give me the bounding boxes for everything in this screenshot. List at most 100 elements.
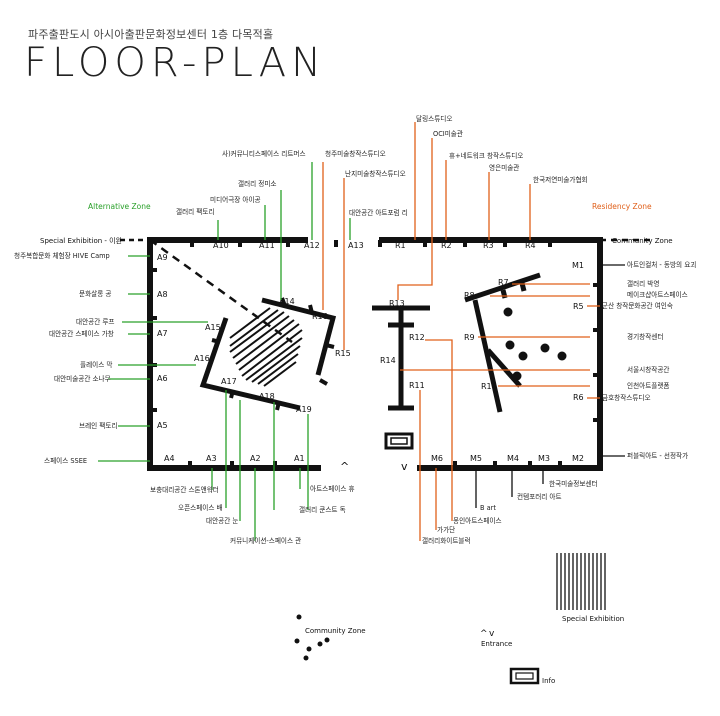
label-m6: 갤러리화이트블럭 <box>422 536 471 545</box>
inner-room-right <box>464 272 541 413</box>
booth-A13: A13 <box>348 241 364 250</box>
booth-A1: A1 <box>294 454 305 463</box>
booth-A6: A6 <box>157 374 168 383</box>
booth-R1: R1 <box>395 241 406 250</box>
booth-R4: R4 <box>525 241 536 250</box>
booth-A3: A3 <box>206 454 217 463</box>
legend-special-exhibition-text: Special Exhibition <box>562 615 624 623</box>
label-r14: 서울시창작공간 <box>627 365 669 374</box>
booth-R11: R11 <box>409 381 425 390</box>
label-a2c: 커뮤니케이션-스페이스 관 <box>230 536 301 545</box>
booth-A16: A16 <box>194 354 210 363</box>
booth-R12: R12 <box>409 333 425 342</box>
entrance-arrow-up: ^ <box>340 460 349 473</box>
inner-room-left <box>199 297 337 411</box>
legend-community-zone: Community Zone <box>294 614 366 661</box>
label-r7: 갤러리 박영 <box>627 279 659 288</box>
label-m1: 아트인컬처 - 동방의 요괴 <box>627 260 696 269</box>
label-r16: 청주미술창작스튜디오 <box>325 149 386 158</box>
booth-A11: A11 <box>259 241 275 250</box>
booth-A12: A12 <box>304 241 320 250</box>
booth-R15: R15 <box>335 349 351 358</box>
label-r3b: 영은미술관 <box>489 163 519 172</box>
booth-A18: A18 <box>259 392 275 401</box>
label-a2a: 오픈스페이스 배 <box>178 503 223 512</box>
legend-entrance: ^ v Entrance <box>480 629 512 648</box>
residency-zone-label: Residency Zone <box>592 202 652 211</box>
booth-A7: A7 <box>157 329 168 338</box>
booth-R6: R6 <box>573 393 584 402</box>
page-subtitle: 파주출판도시 아시아출판문화정보센터 1층 다목적홀 <box>28 28 274 41</box>
booth-R13: R13 <box>389 299 405 308</box>
label-a1b: 갤러리 쿤스트 독 <box>299 505 346 514</box>
label-m3: 한국미술정보센터 <box>549 479 598 488</box>
label-r11: 가가단 <box>437 525 455 534</box>
page-title: FLOOR-PLAN <box>24 40 327 86</box>
booth-R10: R10 <box>481 382 497 391</box>
label-a2b: 대안공간 눈 <box>206 516 238 525</box>
booth-A10: A10 <box>213 241 229 250</box>
label-r3a: 휴+네트워크 창작스튜디오 <box>449 151 523 160</box>
entrance-arrow-down: v <box>401 460 408 473</box>
legend-special-exhibition <box>556 553 606 610</box>
label-r12: 몽인아트스페이스 <box>453 516 502 525</box>
booth-M2: M2 <box>572 454 584 463</box>
outer-wall-ticks <box>150 240 600 468</box>
community-leaders <box>475 264 625 508</box>
alternative-leaders <box>98 162 351 541</box>
booth-A17: A17 <box>221 377 237 386</box>
svg-text:v: v <box>489 629 495 639</box>
legend-info-text: Info <box>542 677 555 685</box>
label-r5: 군산 창작문화공간 여인숙 <box>602 301 673 310</box>
svg-text:^: ^ <box>480 629 488 639</box>
label-a12: 사)커뮤니티스페이스 리트머스 <box>222 149 306 158</box>
booth-M1: M1 <box>572 261 584 270</box>
label-r2: OCI미술관 <box>433 129 463 138</box>
outer-walls <box>147 237 603 471</box>
label-r10: 인천아트플랫폼 <box>627 381 669 390</box>
label-r1: 달링스튜디오 <box>416 114 452 123</box>
label-a7b: 대안공간 스페이스 가창 <box>49 329 114 338</box>
booth-A19: A19 <box>296 405 312 414</box>
booth-M5: M5 <box>470 454 482 463</box>
label-a13: 대안공간 아트포럼 리 <box>349 208 408 217</box>
label-r15: 난지미술창작스튜디오 <box>345 169 406 178</box>
label-a10: 갤러리 팩토리 <box>176 207 215 216</box>
label-r6: 금호창작스튜디오 <box>602 393 651 402</box>
info-desk <box>384 432 414 450</box>
booth-A2: A2 <box>250 454 261 463</box>
label-r4: 한국저연미술가협회 <box>533 175 588 184</box>
label-r8: 메이크샵아트스페이스 <box>627 290 688 299</box>
right-hall-wall <box>379 237 603 471</box>
center-divider <box>372 305 430 411</box>
booth-R16: R16 <box>312 312 328 321</box>
booth-A9: A9 <box>157 253 168 262</box>
left-hall-wall <box>147 237 321 471</box>
alternative-zone-labels: 갤러리 팩토리 미디어극장 아이공 갤러리 정미소 사)커뮤니티스페이스 리트머… <box>14 149 408 545</box>
booth-M6: M6 <box>431 454 443 463</box>
booth-A14: A14 <box>279 297 295 306</box>
alternative-zone-label: Alternative Zone <box>88 202 151 211</box>
label-a11a: 미디어극장 아이공 <box>210 195 261 204</box>
booth-R9: R9 <box>464 333 475 342</box>
special-exhibition-dashed-line <box>149 238 293 344</box>
label-a9: 청주복합문화 체험장 HIVE Camp <box>14 251 110 260</box>
legend-community-zone-text: Community Zone <box>305 627 366 635</box>
booth-R3: R3 <box>483 241 494 250</box>
special-exhibition-label: Special Exhibition - 이완 <box>40 236 123 245</box>
legend-info: Info <box>509 667 555 685</box>
booth-M3: M3 <box>538 454 550 463</box>
booth-R7: R7 <box>498 278 509 287</box>
label-a6b: 대안미술공간 소나무 <box>54 374 111 383</box>
label-a1a: 아트스페이스 휴 <box>310 484 355 493</box>
booth-M4: M4 <box>507 454 519 463</box>
label-a8: 문화살롱 공 <box>79 289 111 298</box>
booth-A8: A8 <box>157 290 168 299</box>
booth-A4: A4 <box>164 454 175 463</box>
label-a3: 보충대리공간 스톤앤워터 <box>150 485 219 494</box>
label-r9: 경기창작센터 <box>627 332 663 341</box>
booth-A5: A5 <box>157 421 168 430</box>
residency-zone-labels: 청주미술창작스튜디오 난지미술창작스튜디오 달링스튜디오 OCI미술관 휴+네트… <box>325 114 696 545</box>
booth-R14: R14 <box>380 356 396 365</box>
booth-R8: R8 <box>464 291 475 300</box>
